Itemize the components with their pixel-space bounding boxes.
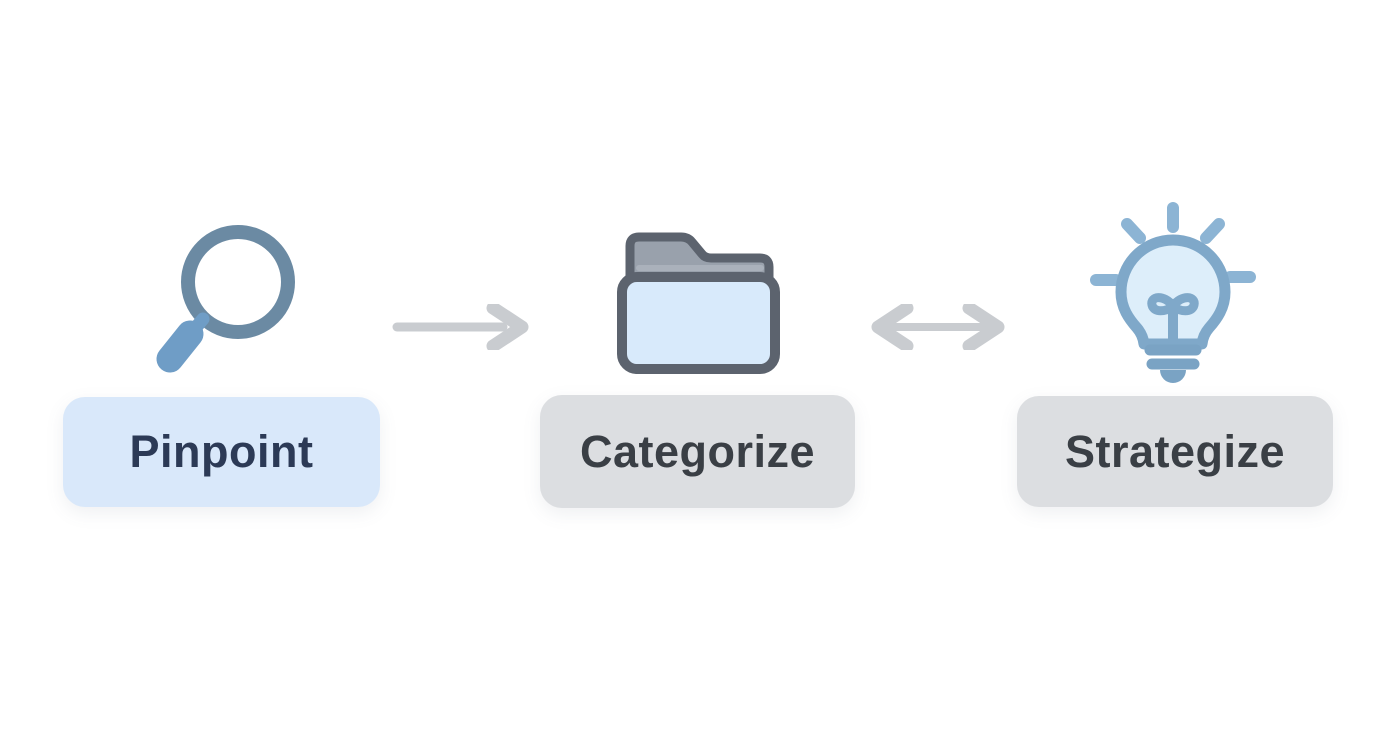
- arrow-double-icon: [871, 304, 1005, 350]
- step-strategize-label: Strategize: [1017, 396, 1333, 507]
- arrow-right-icon: [392, 304, 529, 350]
- step-label-text: Categorize: [579, 425, 816, 477]
- magnifier-icon: [156, 225, 295, 373]
- step-label-text: Strategize: [1064, 425, 1286, 477]
- step-pinpoint-label: Pinpoint: [63, 397, 380, 507]
- step-categorize-label: Categorize: [540, 395, 855, 508]
- folder-icon: [617, 232, 780, 374]
- lightbulb-icon: [1090, 202, 1256, 383]
- step-label-text: Pinpoint: [129, 426, 314, 477]
